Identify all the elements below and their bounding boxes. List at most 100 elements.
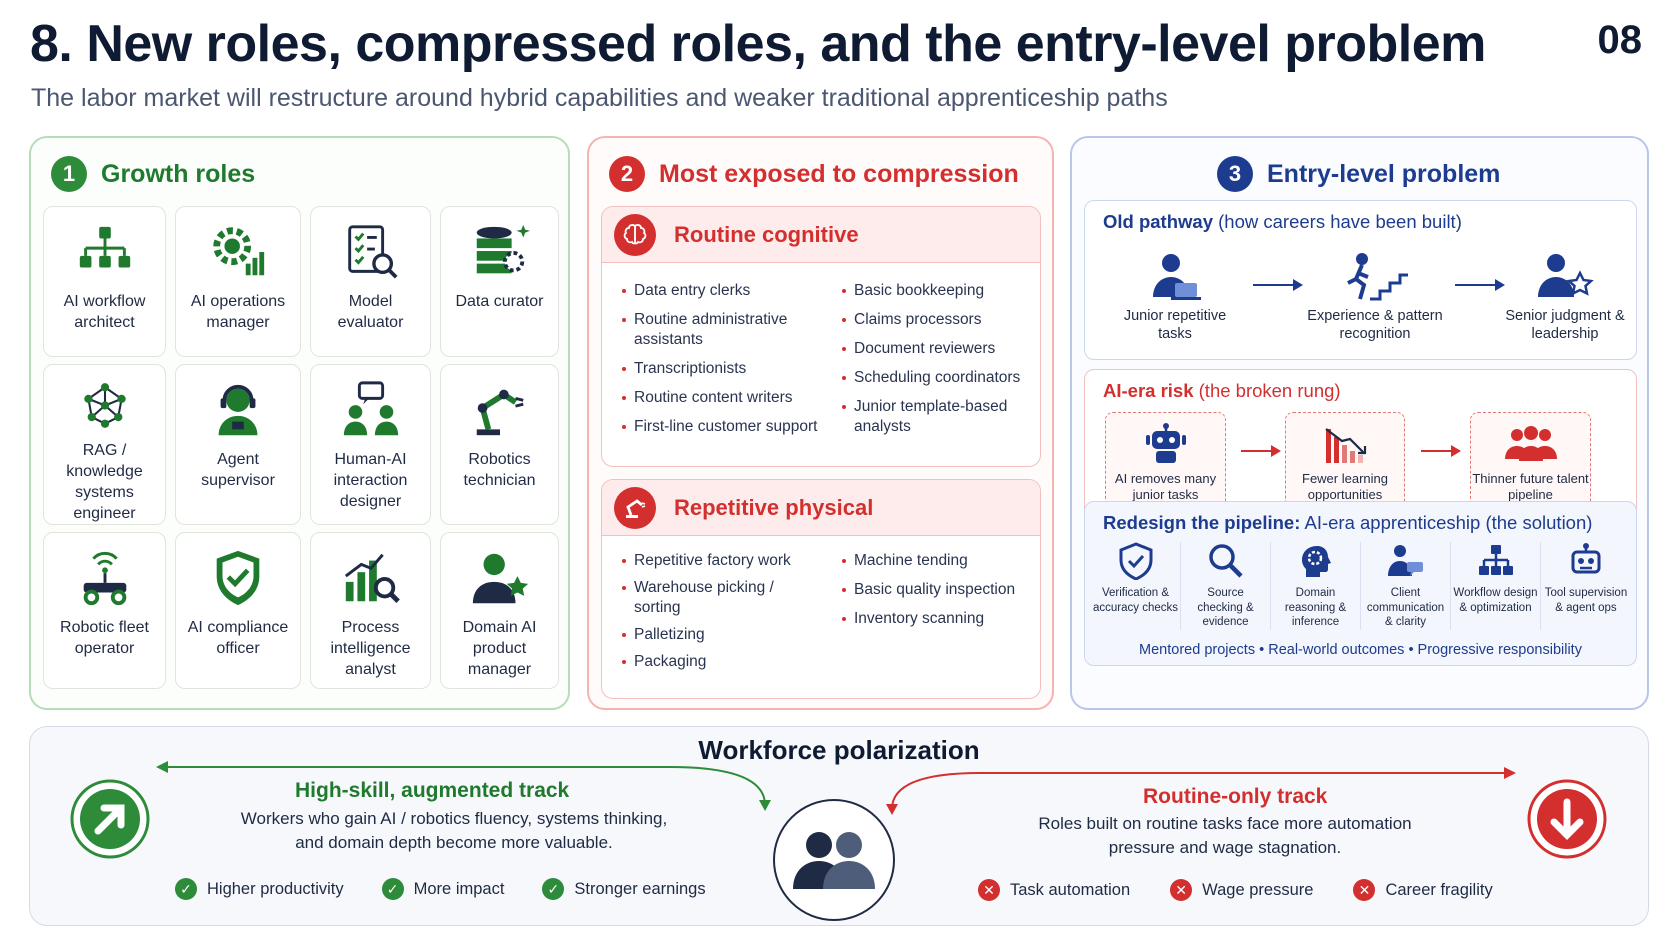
routine-track-title: Routine-only track	[1143, 785, 1328, 808]
old-pathway-title: Old pathway (how careers have been built…	[1103, 211, 1462, 232]
skill-item: Workflow design & optimization	[1451, 542, 1541, 630]
magnifier-icon	[1208, 544, 1243, 578]
entry-level-header: 3 Entry-level problem	[1217, 156, 1500, 192]
physical-list-left: Repetitive factory work Warehouse pickin…	[620, 551, 820, 672]
list-item: Document reviewers	[840, 339, 1030, 359]
arrow-right-icon	[1455, 279, 1505, 291]
section-number-badge: 1	[51, 156, 87, 192]
gear-chart-icon	[213, 227, 265, 276]
role-card: Robotics technician	[440, 364, 559, 525]
arrow-right-icon	[1253, 279, 1303, 291]
robot-vehicle-icon	[83, 551, 126, 606]
physical-list-right: Machine tending Basic quality inspection…	[840, 551, 1030, 629]
redesign-pipeline-title: Redesign the pipeline: AI-era apprentice…	[1103, 512, 1593, 533]
arrow-down-head	[759, 800, 771, 811]
check-icon: ✓	[381, 878, 404, 900]
role-card: Model evaluator	[310, 206, 431, 357]
old-pathway-box: Old pathway (how careers have been built…	[1084, 200, 1637, 360]
routine-cognitive-box: Routine cognitive Data entry clerks Rout…	[601, 206, 1041, 467]
role-label: RAG / knowledge systems engineer	[66, 442, 143, 522]
role-card: AI compliance officer	[175, 532, 301, 689]
routine-chips: ✕Task automation ✕Wage pressure ✕Career …	[978, 879, 1493, 901]
up-right-arrow-icon	[70, 779, 150, 859]
role-card: Data curator	[440, 206, 559, 357]
old-path-step: Experience & pattern recognition	[1295, 251, 1455, 343]
bar-chart-magnifier-icon	[344, 553, 400, 603]
arrow-down-head	[886, 804, 898, 815]
skill-item: Tool supervision & agent ops	[1541, 542, 1631, 630]
polarization-arrows	[156, 761, 1516, 815]
page-title: 8. New roles, compressed roles, and the …	[30, 15, 1486, 73]
list-item: Packaging	[620, 652, 820, 672]
robot-arm-icon	[476, 389, 524, 436]
skill-item: Domain reasoning & inference	[1271, 542, 1361, 630]
skill-item: Source checking & evidence	[1181, 542, 1271, 630]
role-card: Agent supervisor	[175, 364, 301, 525]
list-item: Inventory scanning	[840, 609, 1030, 629]
cognitive-list-left: Data entry clerks Routine administrative…	[620, 281, 820, 437]
list-item: Transcriptionists	[620, 359, 820, 379]
brain-icon	[614, 213, 656, 256]
database-gear-icon	[476, 224, 530, 274]
compression-title: Most exposed to compression	[659, 159, 1019, 188]
ai-era-risk-box: AI-era risk (the broken rung) AI removes…	[1084, 369, 1637, 524]
role-label: Model evaluator	[337, 293, 404, 331]
x-icon: ✕	[978, 879, 1000, 901]
role-label: Human-AI interaction designer	[333, 451, 408, 510]
list-item: Junior template-based analysts	[840, 397, 1030, 437]
role-card: RAG / knowledge systems engineer	[43, 364, 166, 525]
growth-roles-title: Growth roles	[101, 159, 256, 188]
headset-person-icon	[218, 384, 258, 436]
page-number: 08	[1597, 18, 1643, 62]
apprenticeship-skills: Verification & accuracy checks Source ch…	[1091, 542, 1631, 630]
role-card: Human-AI interaction designer	[310, 364, 431, 525]
check-icon: ✓	[175, 878, 197, 900]
robot-icon	[1145, 423, 1186, 463]
hierarchy-icon	[79, 226, 130, 268]
role-card: AI workflow architect	[43, 206, 166, 357]
repetitive-physical-title: Repetitive physical	[674, 494, 874, 520]
role-label: AI workflow architect	[63, 293, 146, 331]
arrow-left-head	[156, 761, 168, 773]
list-item: Machine tending	[840, 551, 1030, 571]
declining-chart-icon	[1325, 428, 1367, 463]
x-icon: ✕	[1353, 879, 1376, 901]
right-arrow-line	[891, 772, 1510, 810]
list-item: Data entry clerks	[620, 281, 820, 301]
growth-roles-grid: AI workflow architect AI operations mana…	[43, 206, 559, 689]
cognitive-list-right: Basic bookkeeping Claims processors Docu…	[840, 281, 1030, 437]
chip: ✕Career fragility	[1353, 879, 1493, 901]
entry-level-panel: 3 Entry-level problem Old pathway (how c…	[1070, 136, 1649, 710]
person-chat-icon	[1387, 545, 1423, 576]
role-label: Data curator	[455, 293, 544, 310]
down-arrow-icon	[1527, 779, 1607, 859]
apprenticeship-footer: Mentored projects • Real-world outcomes …	[1139, 642, 1582, 658]
chip: ✕Wage pressure	[1170, 879, 1313, 901]
chip: ✕Task automation	[978, 879, 1130, 901]
role-label: AI compliance officer	[187, 619, 289, 657]
list-item: Warehouse picking / sorting	[620, 578, 820, 618]
role-label: AI operations manager	[190, 293, 286, 331]
robot-arm-icon	[614, 486, 656, 529]
shield-check-icon	[216, 550, 260, 606]
high-skill-chips: ✓Higher productivity ✓More impact ✓Stron…	[175, 878, 706, 900]
entry-level-title: Entry-level problem	[1267, 159, 1501, 188]
shield-check-icon	[1119, 542, 1152, 580]
risk-step: AI removes many junior tasks	[1105, 412, 1226, 512]
role-label: Process intelligence analyst	[330, 619, 411, 678]
people-icon	[773, 799, 895, 921]
risk-step: Thinner future talent pipeline	[1470, 412, 1591, 512]
chip: ✓Higher productivity	[175, 878, 344, 900]
skill-item: Verification & accuracy checks	[1091, 542, 1181, 630]
list-item: First-line customer support	[620, 417, 820, 437]
skill-item: Client communication & clarity	[1361, 542, 1451, 630]
risk-step: Fewer learning opportunities	[1285, 412, 1405, 512]
list-item: Routine content writers	[620, 388, 820, 408]
person-laptop-icon	[1153, 254, 1201, 300]
role-card: Process intelligence analyst	[310, 532, 431, 689]
compression-panel: 2 Most exposed to compression Routine co…	[587, 136, 1054, 710]
person-star-icon	[472, 553, 528, 604]
role-label: Domain AI product manager	[462, 619, 537, 678]
x-icon: ✕	[1170, 879, 1193, 901]
high-skill-track-desc: Workers who gain AI / robotics fluency, …	[240, 809, 668, 852]
